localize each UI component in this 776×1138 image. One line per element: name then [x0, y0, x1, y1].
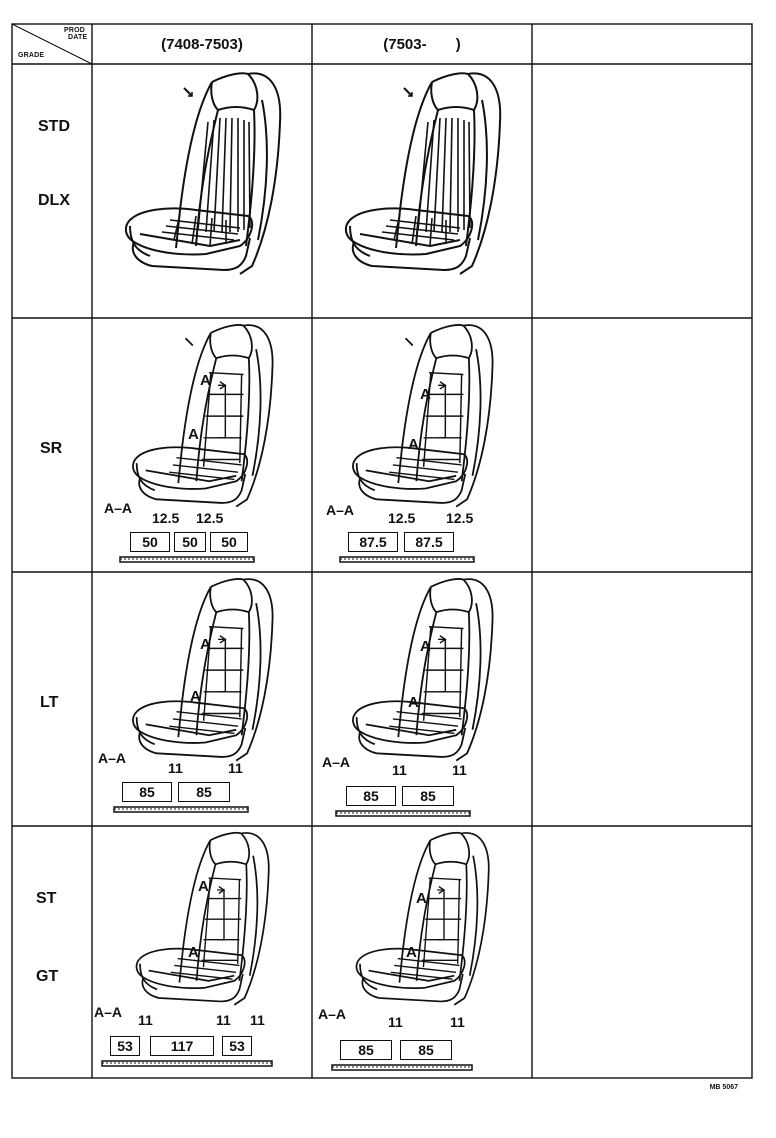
section-mark-a: A [200, 636, 211, 653]
corner-prod-label: PROD [64, 27, 86, 34]
seat-drawing-lt-col1 [132, 578, 274, 762]
seat-drawing-gt-col1 [135, 831, 270, 1006]
dim-width: 85 [346, 786, 396, 806]
section-mark-a: A [408, 436, 419, 453]
section-base [101, 1060, 273, 1067]
grade-label-gt: GT [36, 968, 59, 985]
dim-width: 85 [402, 786, 454, 806]
dim-gap: 11 [250, 1012, 265, 1028]
dim-width: 50 [130, 532, 170, 552]
section-base [113, 806, 249, 813]
dim-width: 50 [210, 532, 248, 552]
dim-gap: 11 [216, 1012, 231, 1028]
dim-width: 85 [178, 782, 230, 802]
section-label: A–A [94, 1004, 123, 1020]
grade-label-dlx: DLX [38, 192, 70, 209]
dim-width: 87.5 [404, 532, 454, 552]
section-mark-a: A [420, 638, 431, 655]
section-mark-a: A [188, 426, 199, 443]
section-label: A–A [98, 750, 127, 766]
dim-gap: 11 [388, 1014, 403, 1030]
dim-gap: 12.5 [152, 510, 180, 526]
seat-drawing-lt-col2 [352, 578, 494, 762]
dim-gap: 11 [450, 1014, 465, 1030]
section-mark-a: A [420, 386, 431, 403]
dim-width: 53 [110, 1036, 140, 1056]
column-header-1: (7408-7503) [161, 36, 243, 53]
section-mark-a: A [198, 878, 209, 895]
dim-width: 53 [222, 1036, 252, 1056]
section-mark-a: A [200, 372, 211, 389]
dim-width: 50 [174, 532, 206, 552]
section-base [339, 556, 475, 563]
dim-width: 85 [400, 1040, 452, 1060]
dim-gap: 11 [392, 762, 407, 778]
grade-label-lt: LT [40, 694, 59, 711]
section-label: A–A [104, 500, 133, 516]
corner-grade-label: GRADE [18, 52, 45, 59]
section-base [331, 1064, 473, 1071]
seat-drawing-sr-col2 [352, 324, 494, 508]
section-mark-a: A [188, 944, 199, 961]
grade-label-std: STD [38, 118, 70, 135]
dim-gap: 12.5 [388, 510, 416, 526]
dim-gap: 11 [452, 762, 467, 778]
section-label: A–A [326, 502, 355, 518]
grade-label-st: ST [36, 890, 57, 907]
seat-drawing-sr-col1 [132, 324, 274, 508]
dim-width: 85 [122, 782, 172, 802]
dim-gap: 11 [168, 760, 183, 776]
section-label: A–A [318, 1006, 347, 1022]
seat-drawing-std-col2 [344, 72, 502, 275]
section-mark-a: A [406, 944, 417, 961]
section-mark-a: A [190, 688, 201, 705]
section-base [335, 810, 471, 817]
section-base [119, 556, 255, 563]
dim-width: 87.5 [348, 532, 398, 552]
dim-width: 117 [150, 1036, 214, 1056]
section-label: A–A [322, 754, 351, 770]
corner-date-label: DATE [68, 34, 88, 41]
section-mark-a: A [408, 694, 419, 711]
seat-drawing-gt-col2 [355, 831, 490, 1006]
dim-gap: 12.5 [446, 510, 474, 526]
dim-gap: 11 [138, 1012, 153, 1028]
dim-width: 85 [340, 1040, 392, 1060]
seat-drawing-std-col1 [124, 72, 282, 275]
dim-gap: 12.5 [196, 510, 224, 526]
section-mark-a: A [416, 890, 427, 907]
grade-label-sr: SR [40, 440, 63, 457]
drawing-code: MB 5067 [709, 1084, 738, 1091]
column-header-2: (7503- ) [383, 36, 461, 53]
dim-gap: 11 [228, 760, 243, 776]
